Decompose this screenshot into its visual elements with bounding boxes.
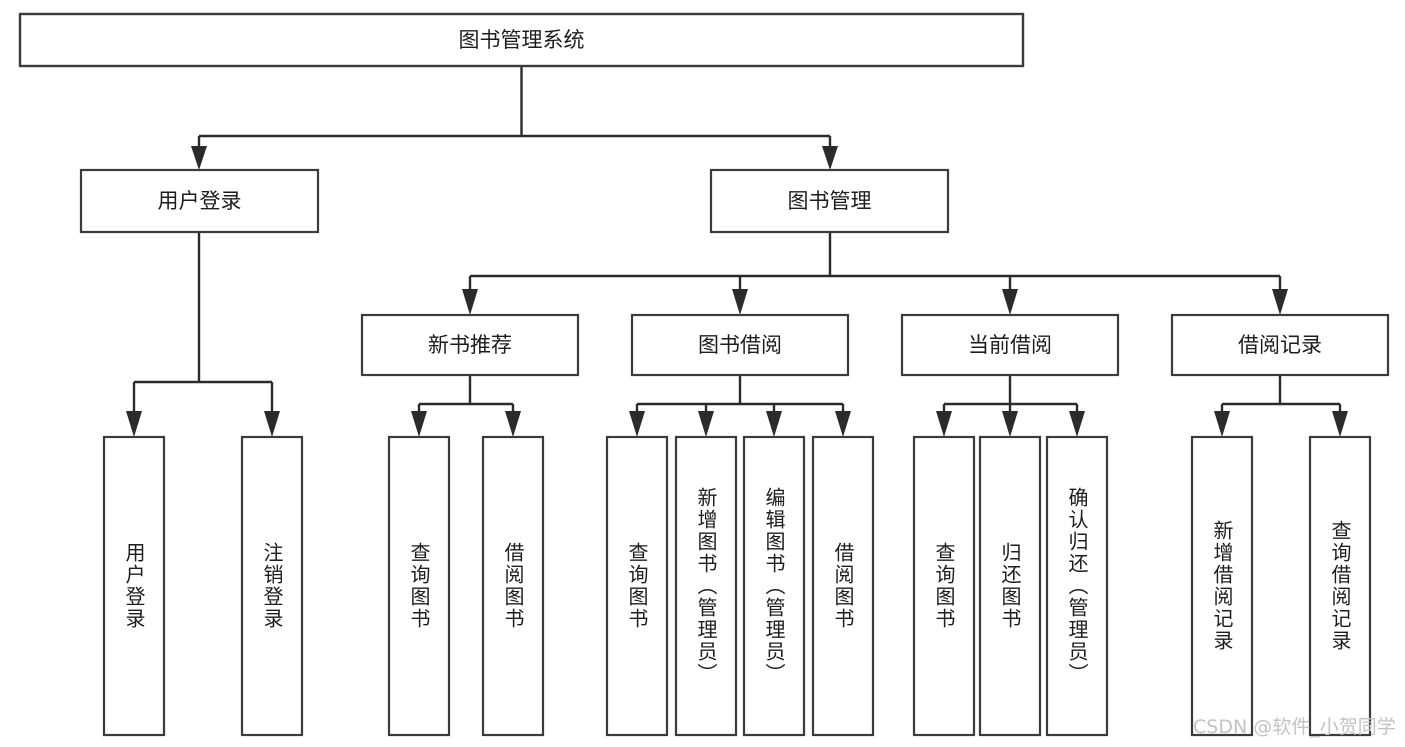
- node-borrow-record-label: 借阅记录: [1238, 333, 1322, 357]
- leaf-return-book-label: 归还图书: [998, 542, 1022, 630]
- leaf-query-book-2-label: 查询图书: [625, 542, 649, 630]
- arrow-borrowrecord-leaf-2: [1332, 411, 1348, 437]
- node-user-login-label: 用户登录: [158, 189, 242, 213]
- node-book-manage-label: 图书管理: [788, 189, 872, 213]
- node-book-borrow[interactable]: 图书借阅: [630, 313, 850, 377]
- arrow-currentborrow-leaf-3: [1069, 411, 1085, 437]
- leaf-query-record-label: 查询借阅记录: [1328, 520, 1352, 652]
- arrow-userlogin-leaf-1: [126, 411, 142, 437]
- arrow-userlogin-leaf-2: [264, 411, 280, 437]
- arrow-newbook-leaf-1: [411, 411, 427, 437]
- node-root-label: 图书管理系统: [459, 28, 585, 52]
- arrow-borrowrecord-leaf-1: [1214, 411, 1230, 437]
- leaf-logout-box[interactable]: [240, 435, 304, 737]
- leaf-add-book-box[interactable]: [674, 435, 738, 737]
- leaf-query-book-1-box[interactable]: [387, 435, 451, 737]
- node-user-login-box[interactable]: [79, 168, 320, 234]
- leaf-return-book-box[interactable]: [978, 435, 1042, 737]
- leaf-add-book[interactable]: 新增图书（管理员）: [674, 435, 738, 737]
- leaf-user-login-box[interactable]: [102, 435, 166, 737]
- leaf-return-book[interactable]: 归还图书: [978, 435, 1042, 737]
- leaf-logout-label: 注销登录: [260, 542, 284, 630]
- node-book-manage-box[interactable]: [709, 168, 950, 234]
- leaf-confirm-return[interactable]: 确认归还（管理员）: [1045, 435, 1109, 737]
- leaf-borrow-book-1[interactable]: 借阅图书: [481, 435, 545, 737]
- leaf-query-book-1-label: 查询图书: [407, 542, 431, 630]
- arrow-bookmanage-to-bookborrow: [732, 289, 748, 315]
- arrow-newbook-leaf-2: [505, 411, 521, 437]
- leaf-confirm-return-box[interactable]: [1045, 435, 1109, 737]
- node-borrow-record-box[interactable]: [1170, 313, 1390, 377]
- arrow-bookmanage-to-newbook: [462, 289, 478, 315]
- leaf-query-book-2-box[interactable]: [605, 435, 669, 737]
- leaf-logout[interactable]: 注销登录: [240, 435, 304, 737]
- leaf-confirm-return-label: 确认归还（管理员）: [1065, 487, 1089, 685]
- arrow-root-to-book-manage: [822, 146, 838, 170]
- watermark-label: CSDN @软件_小贺同学: [1193, 716, 1396, 738]
- node-current-borrow[interactable]: 当前借阅: [900, 313, 1120, 377]
- leaf-query-book-3-box[interactable]: [912, 435, 976, 737]
- arrow-bookborrow-leaf-3: [766, 411, 782, 437]
- leaf-edit-book-label: 编辑图书（管理员）: [762, 487, 786, 685]
- leaf-user-login[interactable]: 用户登录: [102, 435, 166, 737]
- leaf-add-record-label: 新增借阅记录: [1210, 520, 1234, 652]
- leaf-borrow-book-1-box[interactable]: [481, 435, 545, 737]
- node-current-borrow-box[interactable]: [900, 313, 1120, 377]
- node-root-box[interactable]: [18, 12, 1025, 68]
- leaf-borrow-book-2-label: 借阅图书: [831, 542, 855, 630]
- arrow-bookborrow-leaf-2: [698, 411, 714, 437]
- connector-layer: [126, 66, 1348, 437]
- node-book-borrow-label: 图书借阅: [698, 333, 782, 357]
- arrow-bookborrow-leaf-1: [629, 411, 645, 437]
- leaf-query-record[interactable]: 查询借阅记录: [1308, 435, 1372, 737]
- node-new-book-rec-box[interactable]: [360, 313, 580, 377]
- arrow-bookmanage-to-borrowrecord: [1272, 289, 1288, 315]
- arrow-bookborrow-leaf-4: [835, 411, 851, 437]
- node-borrow-record[interactable]: 借阅记录: [1170, 313, 1390, 377]
- leaf-add-record[interactable]: 新增借阅记录: [1190, 435, 1254, 737]
- leaf-query-book-1[interactable]: 查询图书: [387, 435, 451, 737]
- node-root[interactable]: 图书管理系统: [18, 12, 1025, 68]
- leaf-borrow-book-2[interactable]: 借阅图书: [811, 435, 875, 737]
- arrow-currentborrow-leaf-1: [936, 411, 952, 437]
- leaf-borrow-book-1-label: 借阅图书: [501, 542, 525, 630]
- leaf-user-login-label: 用户登录: [122, 542, 146, 630]
- leaf-query-record-box[interactable]: [1308, 435, 1372, 737]
- leaf-query-book-3[interactable]: 查询图书: [912, 435, 976, 737]
- node-new-book-rec-label: 新书推荐: [428, 333, 512, 357]
- arrow-currentborrow-leaf-2: [1002, 411, 1018, 437]
- leaf-edit-book[interactable]: 编辑图书（管理员）: [742, 435, 806, 737]
- node-new-book-rec[interactable]: 新书推荐: [360, 313, 580, 377]
- node-book-borrow-box[interactable]: [630, 313, 850, 377]
- leaf-query-book-3-label: 查询图书: [932, 542, 956, 630]
- leaf-edit-book-box[interactable]: [742, 435, 806, 737]
- leaf-borrow-book-2-box[interactable]: [811, 435, 875, 737]
- leaf-add-book-label: 新增图书（管理员）: [694, 487, 718, 685]
- node-user-login[interactable]: 用户登录: [79, 168, 320, 234]
- node-book-manage[interactable]: 图书管理: [709, 168, 950, 234]
- arrow-root-to-user-login: [191, 146, 207, 170]
- node-current-borrow-label: 当前借阅: [968, 333, 1052, 357]
- arrow-bookmanage-to-currentborrow: [1002, 289, 1018, 315]
- leaf-add-record-box[interactable]: [1190, 435, 1254, 737]
- leaf-query-book-2[interactable]: 查询图书: [605, 435, 669, 737]
